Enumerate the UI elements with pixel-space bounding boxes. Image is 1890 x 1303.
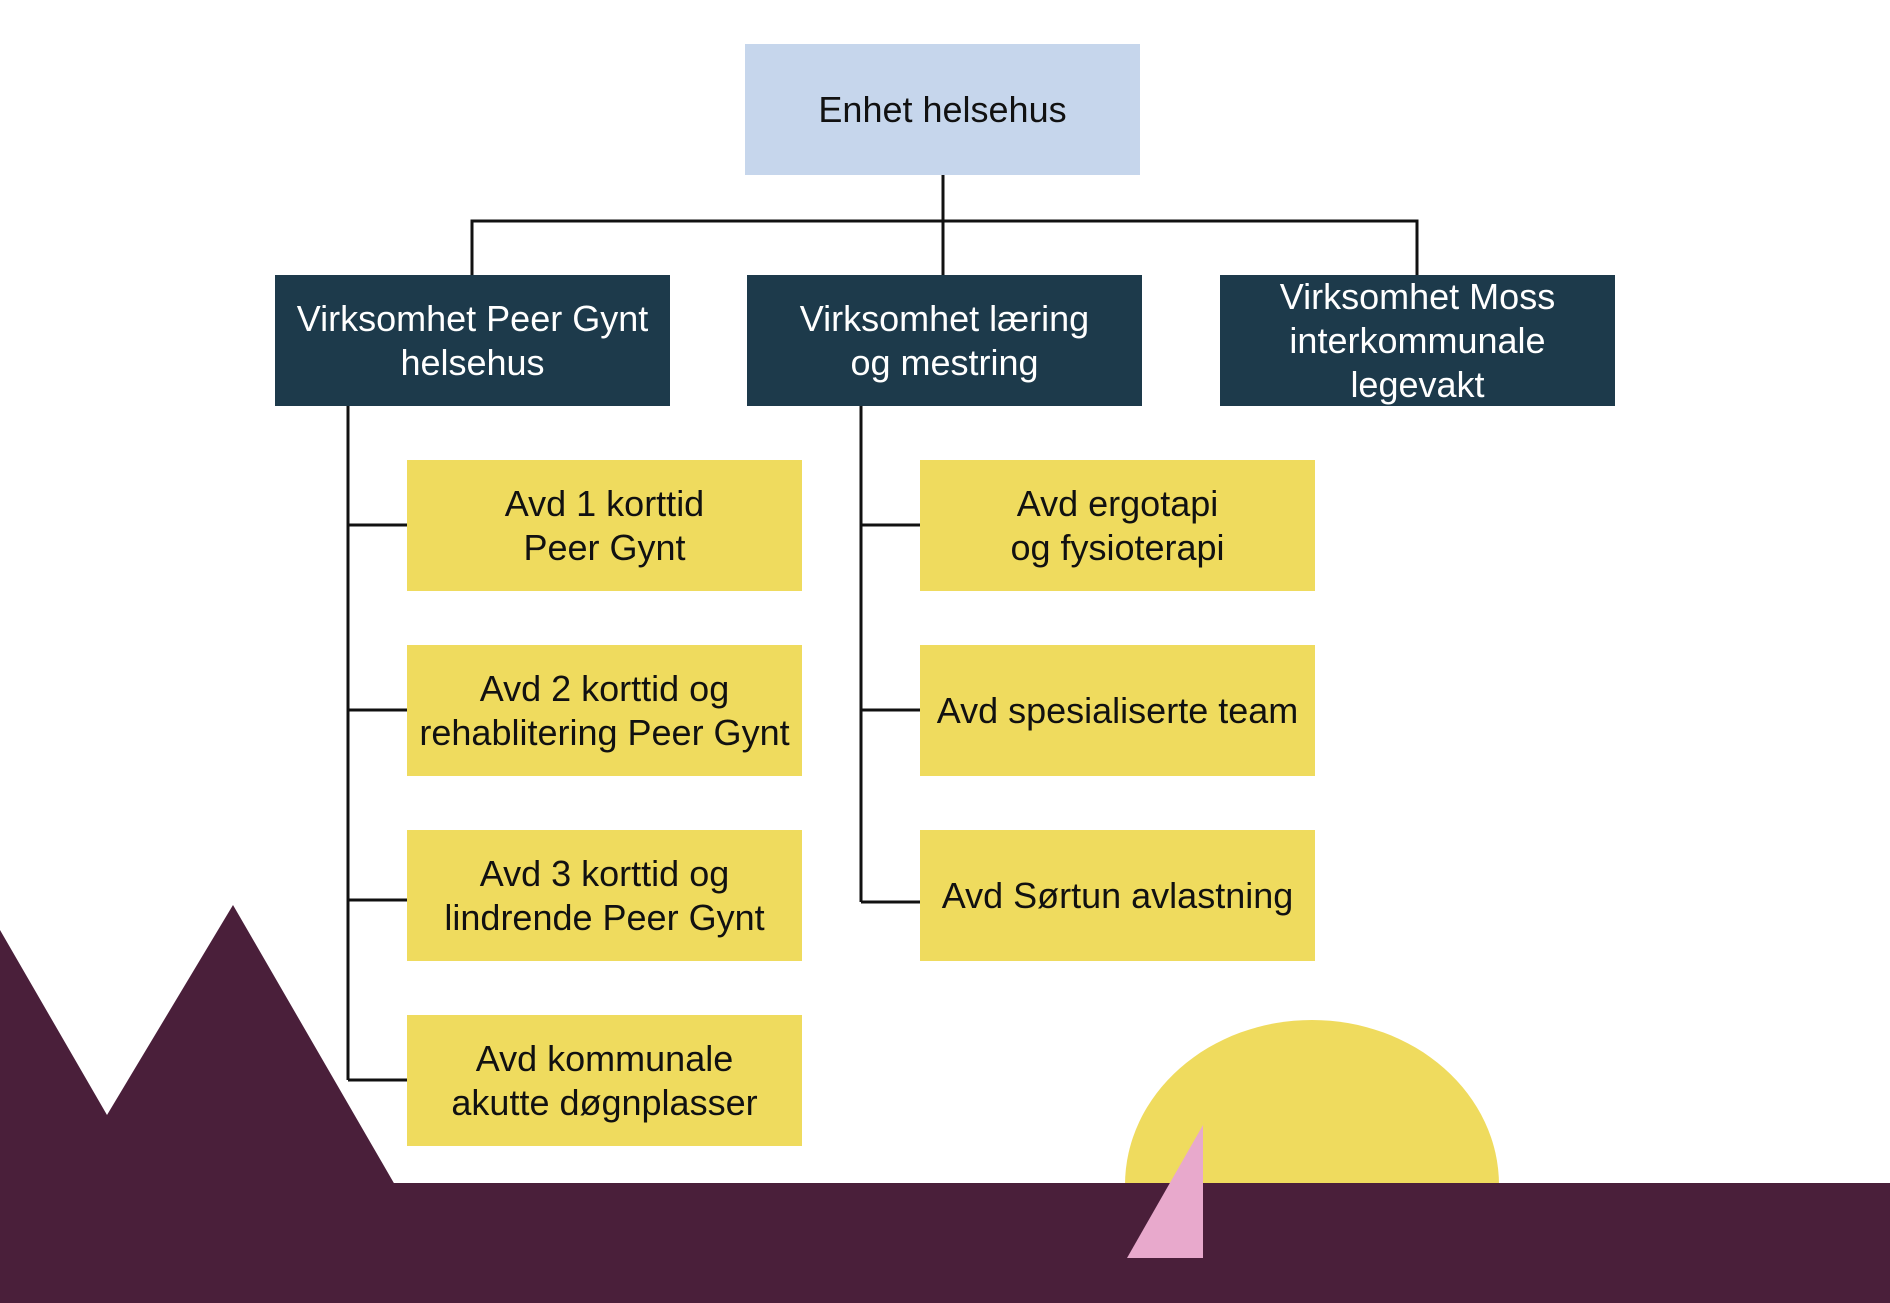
node-root: Enhet helsehus xyxy=(745,44,1140,175)
node-dept-spesialiserte-team: Avd spesialiserte team xyxy=(920,645,1315,776)
sun-shape xyxy=(1125,1020,1499,1185)
node-division-legevakt: Virksomhet Moss interkommunale legevakt xyxy=(1220,275,1615,406)
node-division-laering-mestring: Virksomhet læring og mestring xyxy=(747,275,1142,406)
node-dept-ergoterapi: Avd ergotapi og fysioterapi xyxy=(920,460,1315,591)
ground-shape xyxy=(0,1183,1890,1303)
connector-bus xyxy=(470,219,1419,275)
node-dept-avd-1: Avd 1 korttid Peer Gynt xyxy=(407,460,802,591)
sail-shape xyxy=(1127,1125,1203,1258)
node-dept-akutte: Avd kommunale akutte døgnplasser xyxy=(407,1015,802,1146)
node-dept-avd-3: Avd 3 korttid og lindrende Peer Gynt xyxy=(407,830,802,961)
node-dept-avd-2: Avd 2 korttid og rehablitering Peer Gynt xyxy=(407,645,802,776)
connector-lines xyxy=(346,175,1419,1082)
mountains-shape xyxy=(0,905,395,1185)
node-division-peer-gynt: Virksomhet Peer Gynt helsehus xyxy=(275,275,670,406)
node-dept-sortun: Avd Sørtun avlastning xyxy=(920,830,1315,961)
